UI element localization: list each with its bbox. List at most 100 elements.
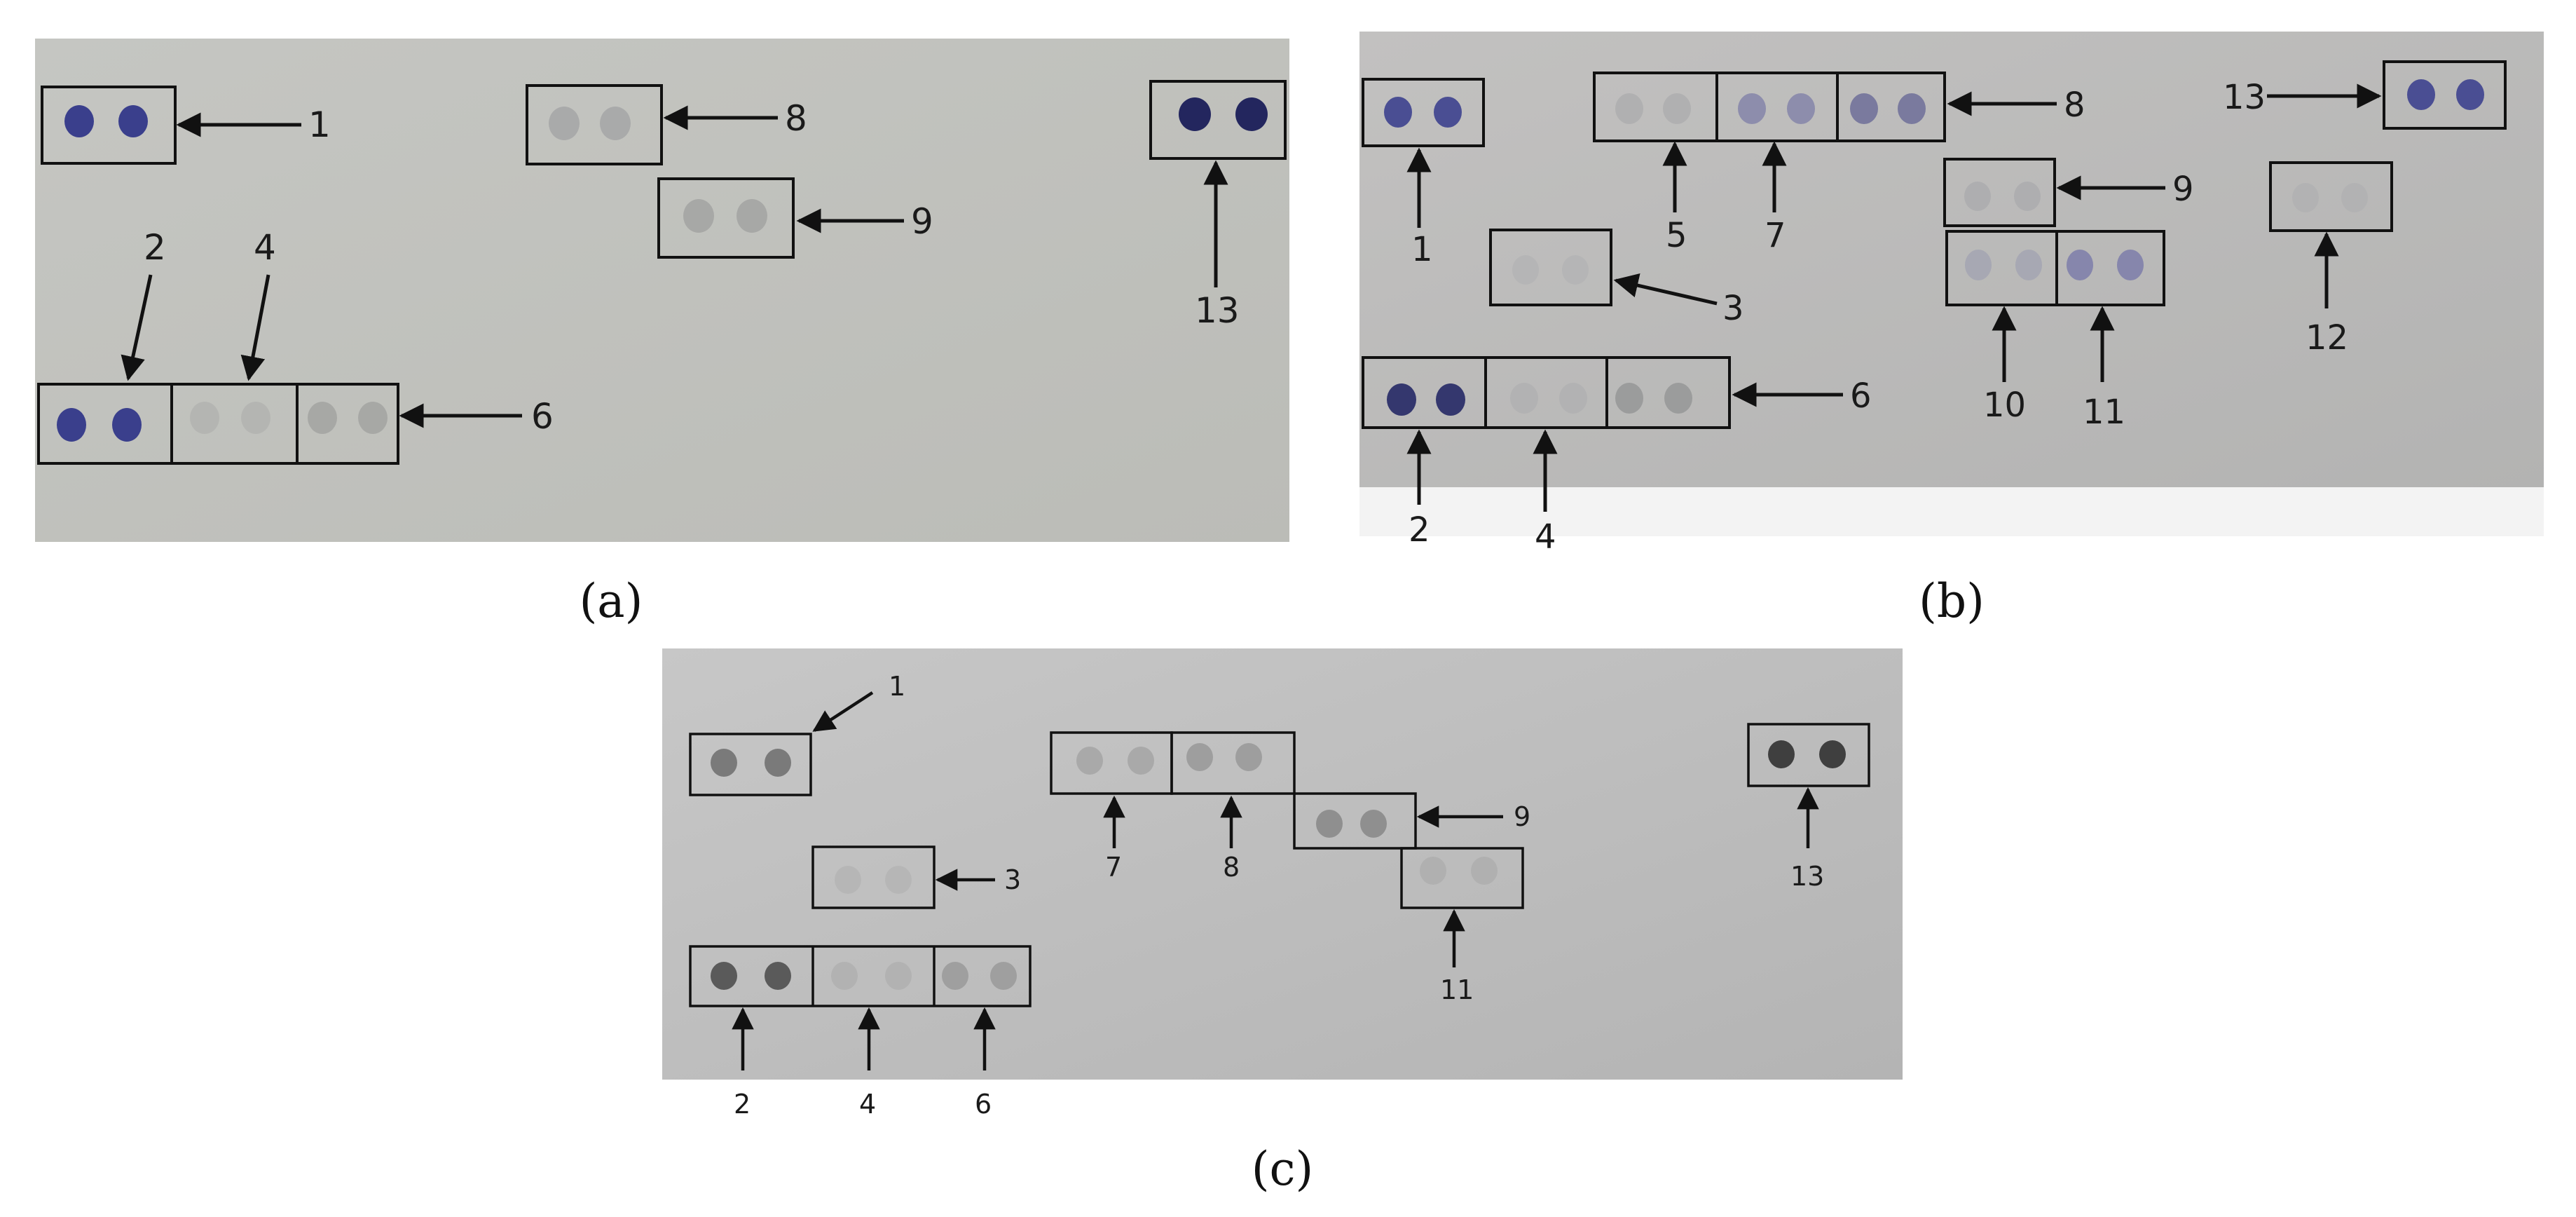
spot-label: 9 xyxy=(1514,801,1530,832)
spot-label: 2 xyxy=(1409,510,1430,550)
dot-spot xyxy=(64,105,94,137)
dot-spot xyxy=(1819,740,1846,768)
spot-label: 6 xyxy=(1850,376,1872,416)
dot-spot xyxy=(683,199,714,233)
dot-spot xyxy=(1559,383,1587,414)
spot-label: 12 xyxy=(2306,318,2348,358)
membrane-b xyxy=(1359,32,2544,487)
dot-spot xyxy=(831,962,858,990)
dot-spot xyxy=(711,962,737,990)
dot-spot xyxy=(2015,250,2042,280)
dot-spot xyxy=(1316,810,1343,838)
arrow xyxy=(1613,273,1718,306)
spot-label: 4 xyxy=(254,227,276,268)
spot-box xyxy=(1943,158,2056,227)
spot-label: 2 xyxy=(144,227,166,268)
spot-box xyxy=(689,945,1032,1007)
spot-label: 6 xyxy=(975,1089,992,1120)
spot-box xyxy=(811,845,936,909)
dot-spot xyxy=(1076,747,1103,775)
panel-caption: (b) xyxy=(1919,574,1985,628)
dot-spot xyxy=(1562,255,1589,285)
dot-spot xyxy=(835,866,861,894)
dot-spot xyxy=(1664,383,1692,414)
dot-spot xyxy=(1512,255,1539,285)
spot-box xyxy=(41,86,177,165)
spot-label: 8 xyxy=(2064,86,2085,125)
spot-label: 1 xyxy=(1411,230,1433,269)
dot-spot xyxy=(57,408,86,442)
panel-caption: (a) xyxy=(580,574,643,628)
spot-box xyxy=(657,177,795,259)
panel-caption: (c) xyxy=(1252,1142,1313,1196)
dot-spot xyxy=(1850,93,1878,124)
spot-box xyxy=(1747,723,1870,787)
membrane-c xyxy=(662,648,1903,1080)
dot-spot xyxy=(308,402,337,434)
spot-label: 6 xyxy=(531,396,554,437)
dot-spot xyxy=(358,402,388,434)
spot-label: 3 xyxy=(1004,864,1021,895)
dot-spot xyxy=(2117,250,2144,280)
spot-label: 13 xyxy=(1195,290,1240,331)
spot-label: 5 xyxy=(1666,216,1687,255)
dot-spot xyxy=(2067,250,2093,280)
dot-spot xyxy=(765,749,791,777)
dot-spot xyxy=(765,962,791,990)
dot-spot xyxy=(112,408,142,442)
dot-spot xyxy=(942,962,968,990)
dot-spot xyxy=(1360,810,1387,838)
dot-spot xyxy=(118,105,148,137)
dot-spot xyxy=(1738,93,1766,124)
spot-label: 8 xyxy=(1223,852,1240,883)
arrow xyxy=(240,274,270,381)
spot-label: 9 xyxy=(2172,170,2194,209)
spot-label: 13 xyxy=(2223,78,2266,117)
dot-spot xyxy=(1235,97,1268,131)
dot-spot xyxy=(190,402,219,434)
spot-box xyxy=(1362,356,1731,429)
spot-label: 13 xyxy=(1790,861,1824,892)
spot-label: 11 xyxy=(1440,974,1474,1005)
membrane-b-bottom-margin xyxy=(1359,487,2544,536)
spot-box xyxy=(37,383,399,465)
dot-spot xyxy=(1787,93,1815,124)
spot-label: 7 xyxy=(1105,852,1122,883)
dot-spot xyxy=(1420,857,1446,885)
dot-spot xyxy=(2292,183,2319,212)
dot-spot xyxy=(1235,743,1262,771)
dot-spot xyxy=(1615,383,1643,414)
spot-label: 3 xyxy=(1722,289,1744,328)
spot-label: 10 xyxy=(1983,386,2026,425)
spot-box xyxy=(1362,78,1485,147)
dot-spot xyxy=(1768,740,1795,768)
dot-spot xyxy=(990,962,1017,990)
dot-spot xyxy=(2407,79,2435,110)
dot-spot xyxy=(1179,97,1211,131)
spot-label: 8 xyxy=(785,98,807,139)
panel-c: 1 7 8 9 13 3 11 xyxy=(662,648,1903,1196)
arrow xyxy=(812,691,874,732)
spot-label: 9 xyxy=(911,201,933,242)
dot-spot xyxy=(1965,250,1992,280)
dot-spot xyxy=(600,107,631,140)
panel-b: 1 5 7 8 13 9 3 xyxy=(1359,32,2544,628)
spot-box xyxy=(1489,229,1612,306)
dot-spot xyxy=(1964,182,1991,211)
dot-spot xyxy=(1387,383,1416,416)
spot-box xyxy=(1293,792,1417,850)
arrow xyxy=(121,274,153,381)
spot-box xyxy=(1400,847,1524,909)
dot-spot xyxy=(1615,93,1643,124)
dot-spot xyxy=(1471,857,1498,885)
dot-spot xyxy=(241,402,270,434)
spot-label: 4 xyxy=(1535,517,1556,557)
spot-box xyxy=(1170,731,1296,795)
dot-spot xyxy=(885,962,912,990)
spot-box xyxy=(2383,60,2507,130)
dot-spot xyxy=(2014,182,2041,211)
dot-spot xyxy=(885,866,912,894)
spot-box xyxy=(1149,80,1287,160)
dot-spot xyxy=(1510,383,1538,414)
